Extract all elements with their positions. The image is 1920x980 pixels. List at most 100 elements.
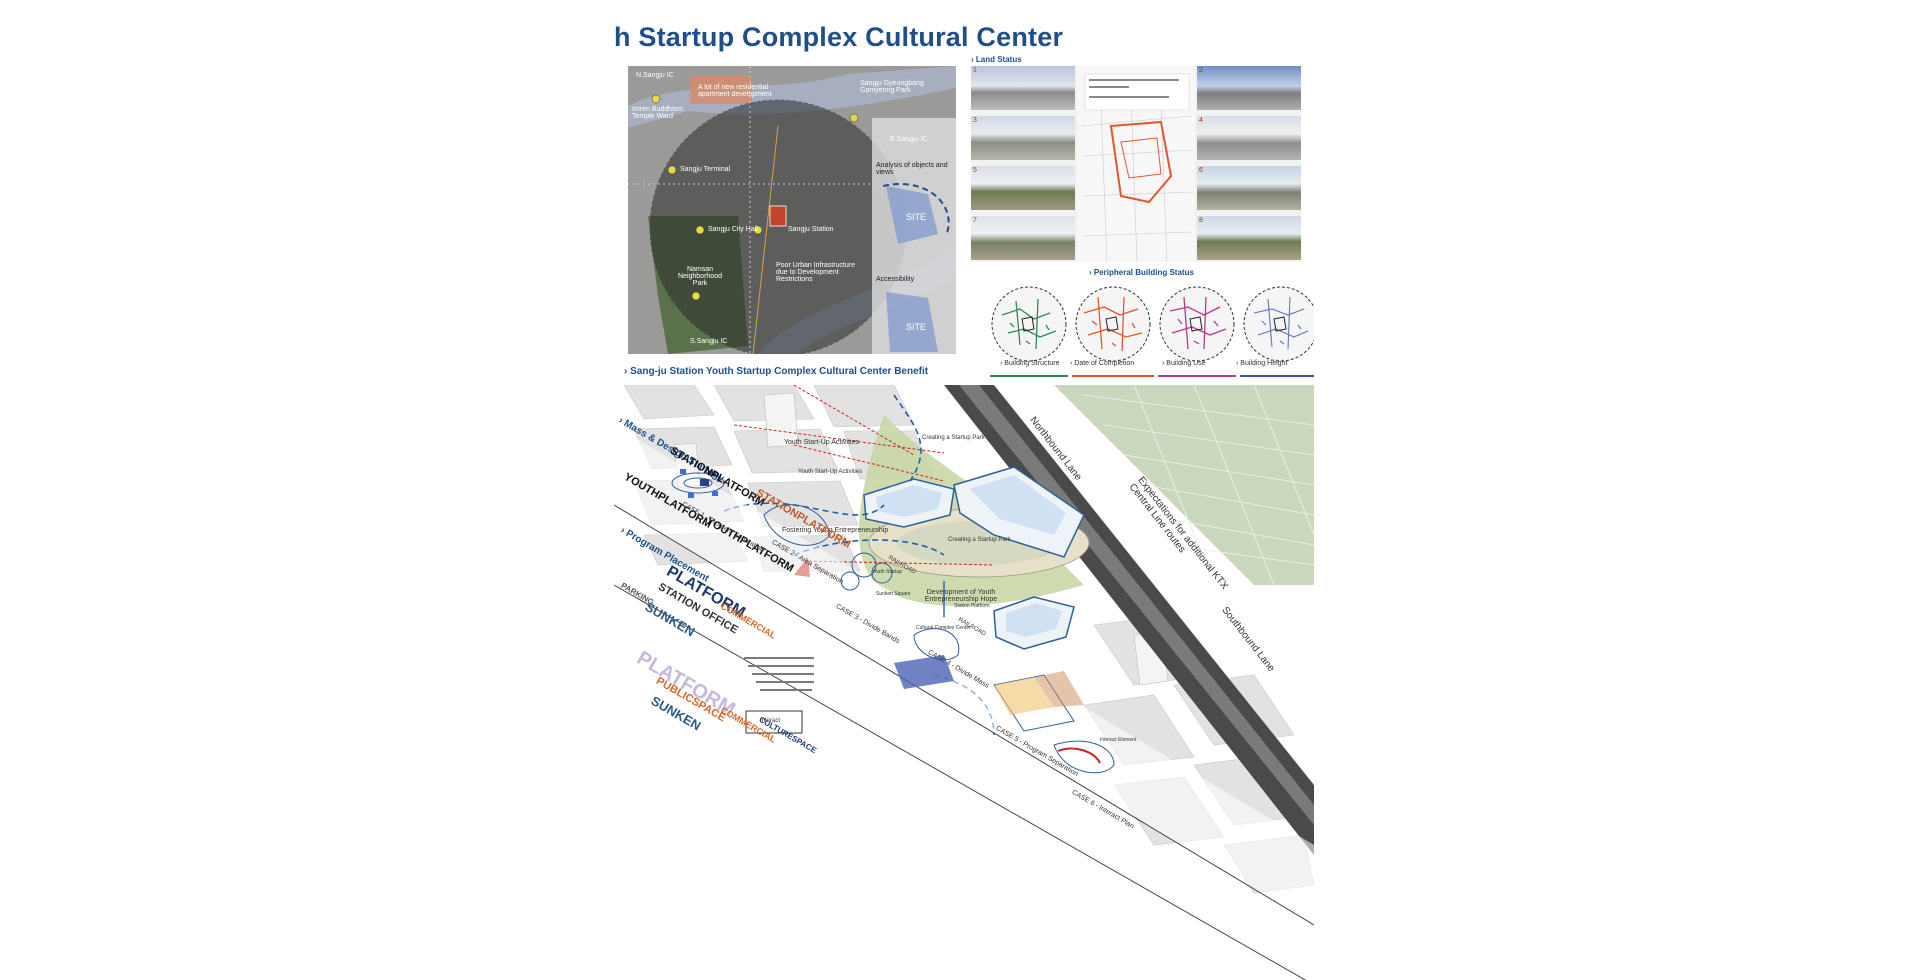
map-label-residential: A lot of new residential apartment devel…	[698, 84, 772, 98]
poster-title: h Startup Complex Cultural Center	[614, 22, 1064, 52]
map-label-nsangju: N.Sangju IC	[636, 72, 674, 79]
label-youth-activities-2: Youth Start-Up Activities	[798, 469, 863, 475]
land-status-panel: 1 2 3 4 5 6 7 8	[971, 66, 1301, 263]
land-status-heading-text: Land Status	[975, 55, 1022, 64]
poi-dot	[651, 94, 661, 104]
label-fostering: Fostering Young Entrepreneurship	[782, 527, 889, 534]
poi-dot	[691, 291, 701, 301]
map-label-temple: Imren Buddhism Temple Ward	[632, 106, 683, 120]
case6-red	[1057, 747, 1101, 764]
circle-date-completion	[1074, 285, 1152, 363]
red-arrow	[793, 384, 915, 456]
land-status-heading: › Land Status	[971, 55, 1022, 64]
rail-line	[752, 125, 779, 354]
view-arc	[882, 183, 950, 237]
map-label-accessibility: Accessibility	[876, 276, 915, 283]
circle-svg	[991, 286, 1067, 362]
building-north-roof	[876, 485, 942, 517]
map-label-station: Sangju Station	[788, 226, 834, 233]
site-analysis-map: N.Sangju IC A lot of new residential apa…	[628, 66, 956, 354]
label-startup-park-2: Creating a Startup Park	[948, 537, 1011, 543]
land-site-inner	[1120, 137, 1162, 179]
farm-grid	[1083, 384, 1314, 586]
circle-building-structure	[990, 285, 1068, 363]
analysis-radius	[649, 99, 907, 354]
residential-zone	[690, 76, 752, 104]
case-diagrams	[671, 472, 1115, 774]
benefit-heading-text: Sang-ju Station Youth Startup Complex Cu…	[630, 366, 929, 377]
axonometric-masterplan: Youth Start-Up Activities Youth Start-Up…	[614, 384, 1314, 980]
benefit-heading: › Sang-ju Station Youth Startup Complex …	[624, 366, 929, 377]
legend-bar-date	[1072, 375, 1154, 377]
building-south-roof	[1006, 603, 1062, 637]
blue-flow	[893, 394, 922, 482]
circle-building-use	[1158, 285, 1236, 363]
poi-dot	[849, 113, 859, 123]
band-line	[614, 584, 1307, 980]
axon-svg	[614, 384, 1314, 980]
case-dots	[680, 469, 718, 498]
small-cultural-center: Cultural Complex Center	[916, 625, 971, 631]
land-site-outline	[1109, 120, 1173, 204]
legend-date-completion: › Date of Completion	[1070, 360, 1135, 367]
land-photo-2: 2	[1197, 66, 1301, 110]
circle-svg	[1159, 286, 1235, 362]
poi-dot	[667, 165, 677, 175]
label-development-hope: Development of Youth Entrepreneurship Ho…	[924, 589, 998, 603]
circle-svg	[1243, 286, 1314, 362]
map-label-analysis: Analysis of objects and views	[876, 162, 948, 176]
red-arrow	[733, 424, 945, 454]
site-diagram-bottom	[886, 292, 938, 352]
map-label-gamyeong: Sangju Gyeongbang Gamyeong Park	[860, 80, 924, 94]
case5-fill-b	[1034, 671, 1084, 707]
land-photo-5: 5	[971, 166, 1075, 210]
red-arrow	[793, 444, 945, 482]
land-status-svg	[1077, 66, 1195, 263]
circle-building-height	[1242, 285, 1314, 363]
small-station-platform: Station Platform	[954, 603, 990, 609]
strategy-band-shade	[614, 425, 1314, 925]
land-info-lines	[1089, 79, 1179, 98]
map-label-terminal: Sangju Terminal	[680, 166, 731, 173]
legend-bar-height	[1240, 375, 1314, 377]
peripheral-heading: › Peripheral Building Status	[1089, 268, 1194, 277]
land-photo-6: 6	[1197, 166, 1301, 210]
legend-building-use: › Building Use	[1162, 360, 1206, 367]
legend-building-structure: › Building Structure	[1000, 360, 1060, 367]
land-photo-1: 1	[971, 66, 1075, 110]
map-label-site: SITE	[906, 212, 927, 222]
small-interact-element: Interact Element	[1100, 737, 1137, 743]
site-marker	[769, 205, 787, 227]
legend-bar-use	[1158, 375, 1236, 377]
legend-building-height: › Building Height	[1236, 360, 1288, 367]
poi-dot	[753, 225, 763, 235]
map-label-ssangju: S.Sangju IC	[690, 338, 728, 345]
river-north	[628, 66, 956, 128]
land-photo-4: 4	[1197, 116, 1301, 160]
label-youth-activities-1: Youth Start-Up Activities	[784, 439, 859, 446]
land-photo-7: 7	[971, 216, 1075, 260]
site-map-svg	[628, 66, 956, 354]
circle-svg	[1075, 286, 1151, 362]
blue-flow	[793, 539, 945, 556]
label-startup-park-1: Creating a Startup Park	[922, 435, 985, 441]
case4-block	[894, 655, 954, 689]
interact-box	[745, 710, 803, 734]
small-youth-startup: Youth Startup	[872, 569, 903, 575]
map-label-namsan: Namsan Neighborhood Park	[678, 266, 722, 287]
map-label-infrastructure: Poor Urban Infrastructure due to Develop…	[776, 262, 855, 283]
map-label-cityhall: Sangju City Hall	[708, 226, 758, 233]
poster-sheet: h Startup Complex Cultural Center N.San	[614, 0, 1314, 980]
legend-bar-structure	[990, 375, 1068, 377]
map-label-site: SITE	[906, 322, 927, 332]
interact-box-label: Interact	[760, 718, 781, 724]
map-label-esangju: E.Sangju IC	[890, 136, 928, 143]
poi-dot	[695, 225, 705, 235]
peripheral-heading-text: Peripheral Building Status	[1093, 268, 1194, 277]
blue-flow	[723, 502, 885, 516]
land-photo-3: 3	[971, 116, 1075, 160]
building-central-roof	[970, 475, 1066, 535]
case5-fill	[994, 677, 1054, 715]
land-photo-8: 8	[1197, 216, 1301, 260]
farm-field	[1054, 385, 1314, 585]
